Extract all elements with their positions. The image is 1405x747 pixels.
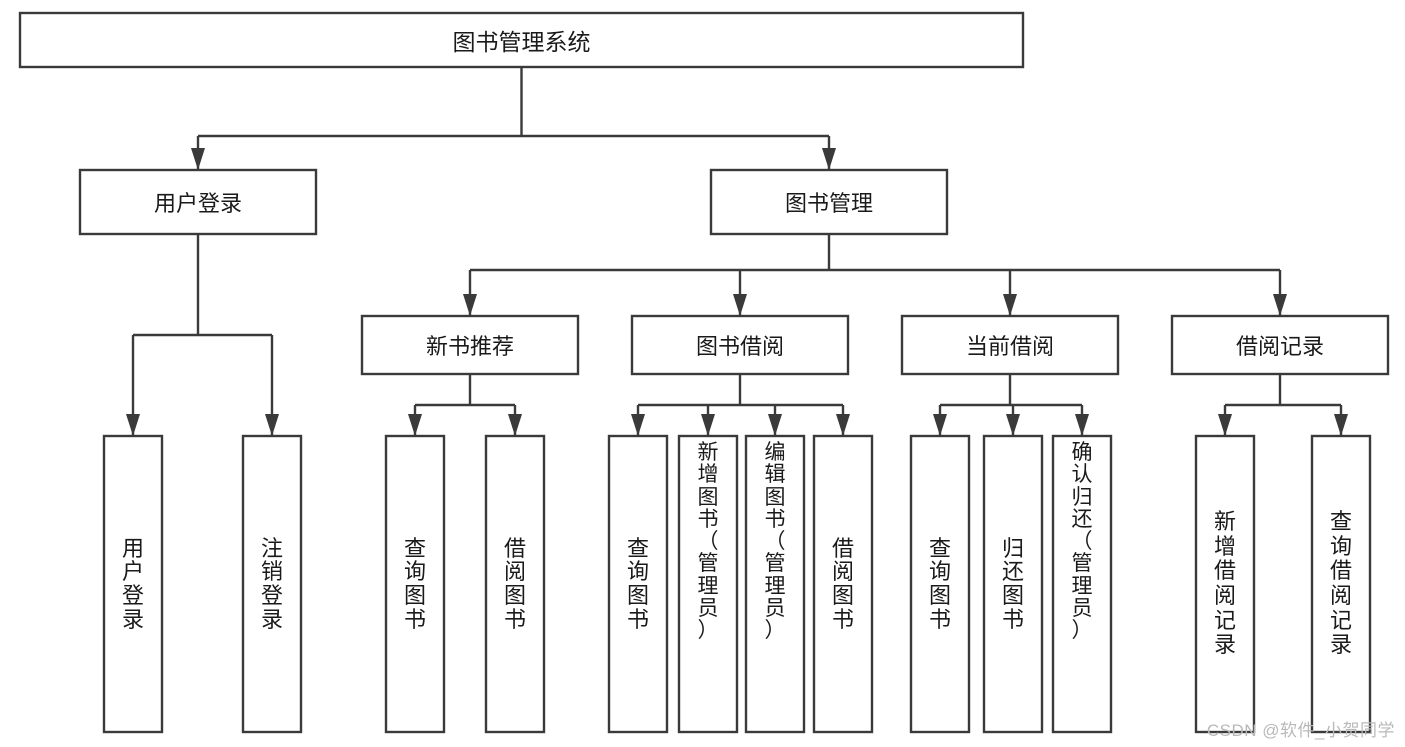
node-box-leaf-query-book-borrow[interactable] bbox=[607, 434, 669, 734]
node-box-leaf-confirm-return[interactable] bbox=[1051, 434, 1113, 734]
arrow-head-icon bbox=[631, 414, 645, 436]
node-box-leaf-edit-book[interactable] bbox=[744, 434, 806, 734]
arrow-head-icon bbox=[408, 414, 422, 436]
arrow-head-icon bbox=[1003, 294, 1017, 316]
node-box-leaf-add-book[interactable] bbox=[677, 434, 739, 734]
node-box-book-borrow[interactable] bbox=[630, 314, 850, 376]
node-box-leaf-logout[interactable] bbox=[241, 434, 303, 734]
arrow-head-icon bbox=[463, 294, 477, 316]
node-box-user-login[interactable] bbox=[78, 168, 318, 236]
arrow-head-icon bbox=[1075, 414, 1089, 436]
node-box-leaf-borrow-book-recommend[interactable] bbox=[484, 434, 546, 734]
arrow-head-icon bbox=[836, 414, 850, 436]
node-box-leaf-borrow-book[interactable] bbox=[812, 434, 874, 734]
node-box-leaf-query-book-recommend[interactable] bbox=[384, 434, 446, 734]
arrow-head-icon bbox=[1334, 414, 1348, 436]
arrow-head-icon bbox=[933, 414, 947, 436]
connector-layer bbox=[126, 67, 1348, 436]
node-box-leaf-user-login[interactable] bbox=[102, 434, 164, 734]
arrow-head-icon bbox=[508, 414, 522, 436]
arrow-head-icon bbox=[768, 414, 782, 436]
arrow-head-icon bbox=[126, 414, 140, 436]
node-box-layer bbox=[18, 11, 1390, 734]
node-box-new-book-recommend[interactable] bbox=[360, 314, 580, 376]
arrow-head-icon bbox=[822, 148, 836, 170]
arrow-head-icon bbox=[265, 414, 279, 436]
arrow-head-icon bbox=[1006, 414, 1020, 436]
node-box-current-borrow[interactable] bbox=[900, 314, 1120, 376]
node-box-borrow-record[interactable] bbox=[1170, 314, 1390, 376]
arrow-head-icon bbox=[1218, 414, 1232, 436]
node-box-leaf-query-book-current[interactable] bbox=[909, 434, 971, 734]
arrow-head-icon bbox=[701, 414, 715, 436]
node-box-book-management[interactable] bbox=[709, 168, 949, 236]
node-box-leaf-return-book[interactable] bbox=[982, 434, 1044, 734]
arrow-head-icon bbox=[733, 294, 747, 316]
arrow-head-icon bbox=[1273, 294, 1287, 316]
node-box-leaf-add-borrow-record[interactable] bbox=[1194, 434, 1256, 734]
arrow-head-icon bbox=[191, 148, 205, 170]
node-box-root[interactable] bbox=[18, 11, 1025, 69]
node-box-leaf-query-borrow-record[interactable] bbox=[1310, 434, 1372, 734]
